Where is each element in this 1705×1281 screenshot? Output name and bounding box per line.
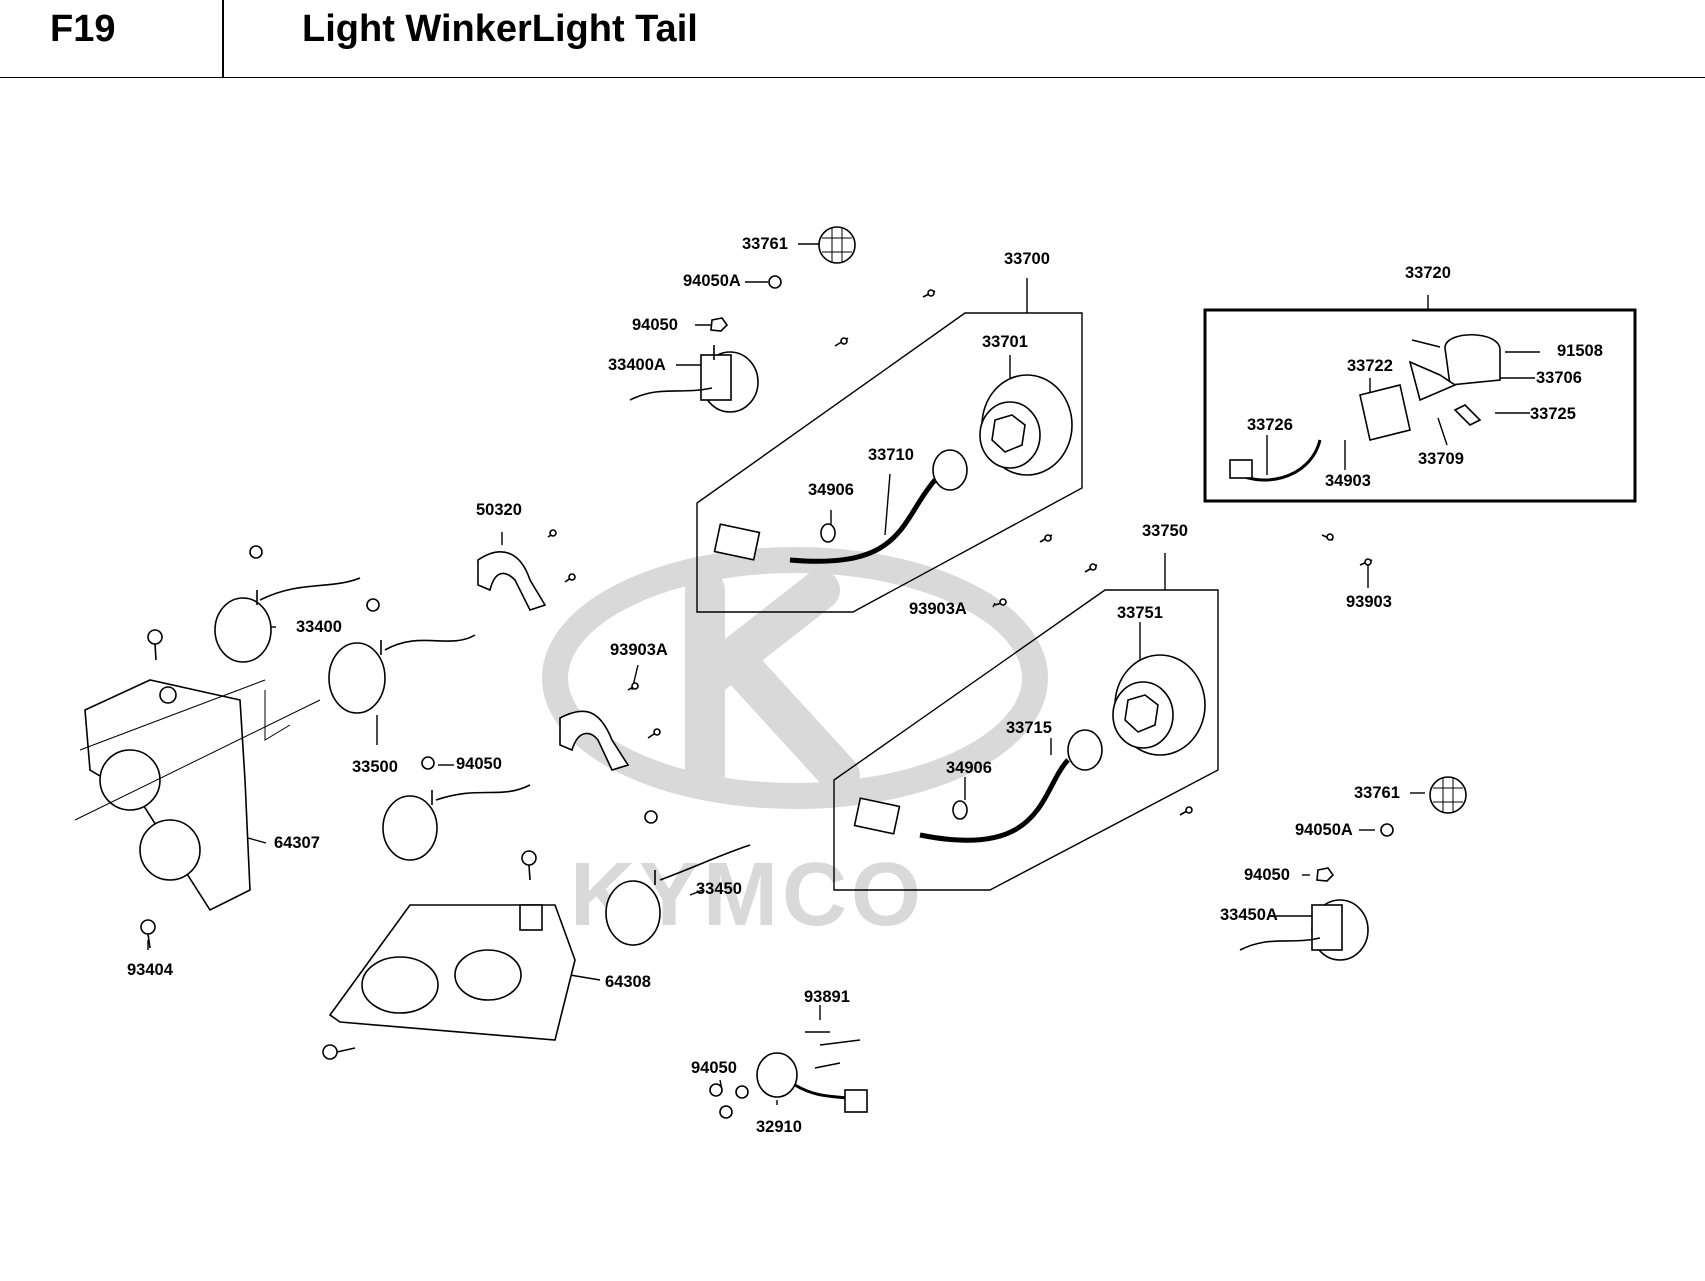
callout-34906: 34906 <box>808 481 854 499</box>
callout-93903: 93903 <box>1346 593 1392 611</box>
callout-33722: 33722 <box>1347 357 1393 375</box>
headlight-housing-64307 <box>84 679 251 912</box>
callout-64308: 64308 <box>605 973 651 991</box>
reflector-33761 <box>818 226 856 264</box>
winker-33400A <box>629 345 759 413</box>
callout-33751: 33751 <box>1117 604 1163 622</box>
socket-33710 <box>713 449 968 564</box>
bulb-34906 <box>820 523 836 543</box>
callout-33726: 33726 <box>1247 416 1293 434</box>
bolt-93404 <box>140 919 156 949</box>
callout-33709: 33709 <box>1418 450 1464 468</box>
callout-33450: 33450 <box>696 880 742 898</box>
bracket <box>559 710 630 771</box>
winker-housing-33751 <box>1112 654 1206 756</box>
callout-33400A: 33400A <box>608 356 666 374</box>
housing-connector-lines <box>74 679 321 821</box>
bolt <box>147 545 658 1060</box>
winker-33450A <box>1239 899 1369 961</box>
callout-94050: 94050 <box>632 316 678 334</box>
lamp-33400 <box>214 577 361 663</box>
callout-50320: 50320 <box>476 501 522 519</box>
callout-33450A: 33450A <box>1220 906 1278 924</box>
callout-33710: 33710 <box>868 446 914 464</box>
kit-frame-33720 <box>1203 308 1637 503</box>
switch-32910 <box>709 1031 868 1119</box>
header-divider <box>222 0 224 77</box>
nut-94050A <box>768 275 782 289</box>
lamp-33500b <box>382 784 531 861</box>
socket-33715 <box>853 729 1103 843</box>
callout-34906-bottom: 34906 <box>946 759 992 777</box>
callout-33400: 33400 <box>296 618 342 636</box>
nut-94050-b <box>1316 867 1335 882</box>
callout-33720: 33720 <box>1405 264 1451 282</box>
lamp-33500 <box>328 634 476 714</box>
headlight-housing-64308 <box>328 904 576 1041</box>
nut-94050 <box>710 317 729 332</box>
callout-93891: 93891 <box>804 988 850 1006</box>
callout-33761-bottom: 33761 <box>1354 784 1400 802</box>
callout-33500: 33500 <box>352 758 398 776</box>
callout-33706: 33706 <box>1536 369 1582 387</box>
callout-33725: 33725 <box>1530 405 1576 423</box>
winker-housing-33701 <box>979 374 1073 476</box>
tail-light-kit <box>1229 333 1501 482</box>
bracket-50320 <box>477 551 547 611</box>
reflector-33761b <box>1429 776 1467 814</box>
nut-94050A-b <box>1380 823 1394 837</box>
callout-94050A: 94050A <box>683 272 741 290</box>
callout-91508: 91508 <box>1557 342 1603 360</box>
callout-33761: 33761 <box>742 235 788 253</box>
screw <box>547 289 1373 816</box>
callout-33715: 33715 <box>1006 719 1052 737</box>
callout-94050A-bottom: 94050A <box>1295 821 1353 839</box>
callout-93903A: 93903A <box>909 600 967 618</box>
bulb-34906b <box>952 800 968 820</box>
callout-33700: 33700 <box>1004 250 1050 268</box>
assembly-frame-33700 <box>696 312 1083 613</box>
figure-title: Light WinkerLight Tail <box>302 8 698 50</box>
callout-32910: 32910 <box>756 1118 802 1136</box>
callout-94050-bottom: 94050 <box>691 1059 737 1077</box>
callout-64307: 64307 <box>274 834 320 852</box>
callout-33701: 33701 <box>982 333 1028 351</box>
lamp-33450 <box>605 844 751 946</box>
diagram-header: F19 Light WinkerLight Tail <box>0 0 1705 78</box>
assembly-frame-33750 <box>833 589 1219 891</box>
callout-94050-right: 94050 <box>1244 866 1290 884</box>
callout-93903A-left: 93903A <box>610 641 668 659</box>
callout-34903: 34903 <box>1325 472 1371 490</box>
callout-93404: 93404 <box>127 961 173 979</box>
callout-33750: 33750 <box>1142 522 1188 540</box>
figure-code: F19 <box>50 8 116 50</box>
callout-94050-mid: 94050 <box>456 755 502 773</box>
